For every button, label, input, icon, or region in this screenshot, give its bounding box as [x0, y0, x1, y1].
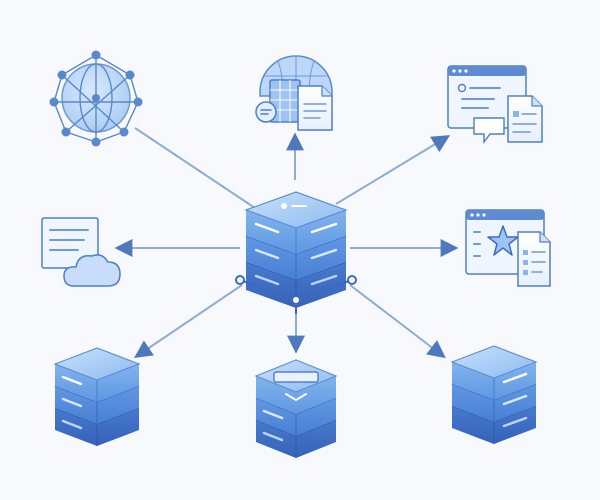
- connector-to-web-form: [335, 135, 451, 205]
- database-server-icon: [254, 359, 338, 458]
- cloud-document-icon: [41, 217, 121, 287]
- database-server-icon: [450, 345, 538, 444]
- connectors: [114, 127, 459, 359]
- web-form-comment-icon: [447, 65, 543, 145]
- connector-to-db-right: [349, 284, 446, 359]
- dashboard-documents-icon: [255, 55, 333, 131]
- network-globe-icon: [49, 50, 143, 147]
- connector-to-network: [134, 127, 256, 209]
- web-page-star-icon: [465, 209, 551, 287]
- central-server-stack-icon: [235, 191, 357, 314]
- database-server-icon: [53, 347, 141, 446]
- connector-to-db-left: [134, 284, 243, 359]
